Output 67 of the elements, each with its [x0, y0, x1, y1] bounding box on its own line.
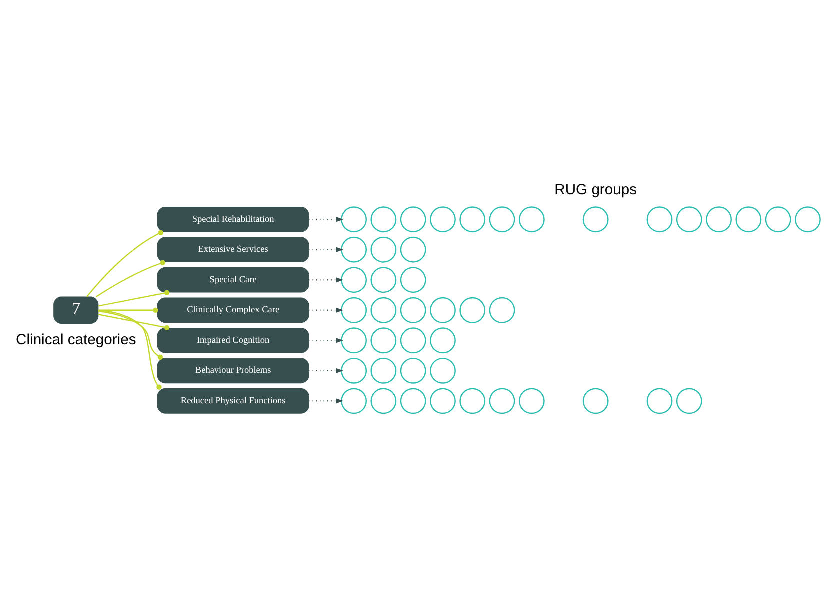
arrow — [309, 338, 344, 343]
node-circle — [400, 357, 426, 384]
node-circle — [430, 327, 456, 354]
node-circle — [341, 236, 368, 262]
arrow — [309, 307, 344, 312]
arrow — [309, 277, 344, 282]
node-circle — [400, 327, 426, 354]
node-box: Impaired Cognition — [157, 328, 310, 353]
node-circle — [460, 296, 486, 323]
node-circle — [341, 327, 368, 354]
node-circle — [370, 236, 397, 262]
node-circle — [400, 206, 426, 232]
arrow — [309, 398, 344, 404]
node-circle — [341, 357, 368, 384]
node-box: Special Care — [157, 266, 310, 292]
node-circle — [400, 296, 426, 323]
connector — [96, 260, 166, 298]
node-circle — [341, 296, 368, 323]
node-circle — [518, 206, 545, 232]
node-circle — [518, 388, 545, 414]
node-circle — [795, 206, 821, 232]
node-circle — [430, 296, 456, 323]
node-circle — [370, 296, 397, 323]
node-circle — [460, 206, 486, 232]
connector — [98, 310, 164, 360]
node-circle — [582, 388, 609, 414]
node-circle — [765, 206, 792, 232]
node-box: Behaviour Problems — [157, 358, 310, 384]
node-circle — [489, 206, 516, 232]
node-box: Reduced Physical Functions — [157, 388, 310, 414]
node-circle — [430, 206, 456, 232]
arrow — [309, 216, 344, 222]
node-circle — [370, 266, 397, 293]
node-circle — [341, 388, 368, 414]
arrow — [309, 368, 344, 374]
node-box: Clinically Complex Care — [157, 297, 310, 323]
node-circle — [400, 388, 426, 414]
node-circle — [582, 206, 609, 232]
node-circle — [646, 206, 673, 232]
node-circle — [370, 206, 397, 232]
connector — [98, 314, 170, 330]
node-circle — [400, 236, 426, 262]
node-label: Clinical categories — [16, 332, 136, 348]
node-box: Extensive Services — [157, 236, 310, 262]
node-circle — [341, 266, 368, 293]
node-circle — [646, 388, 673, 414]
node-circle — [370, 357, 397, 384]
node-circle — [400, 266, 426, 293]
node-box: 7 — [54, 296, 99, 324]
node-circle — [676, 388, 702, 414]
node-box: Special Rehabilitation — [157, 206, 310, 232]
node-circle — [736, 206, 762, 232]
node-circle — [370, 327, 397, 354]
connector — [98, 290, 170, 306]
node-circle — [676, 206, 702, 232]
node-circle — [370, 388, 397, 414]
label: RUG groups — [554, 182, 637, 198]
arrow — [309, 246, 344, 252]
connector — [86, 230, 164, 297]
node-circle — [489, 296, 516, 323]
node-circle — [341, 206, 368, 232]
node-circle — [430, 357, 456, 384]
node-circle — [706, 206, 732, 232]
node-circle — [489, 388, 516, 414]
connector — [98, 309, 162, 390]
node-circle — [430, 388, 456, 414]
node-circle — [460, 388, 486, 414]
